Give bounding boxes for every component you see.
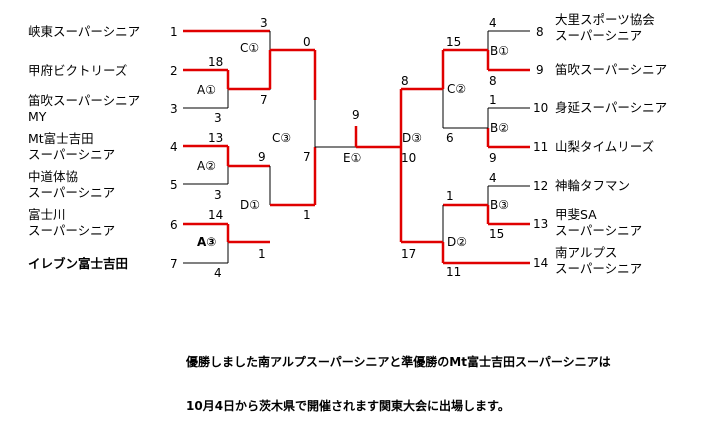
score: 6 [446,131,454,145]
score: 0 [303,35,311,49]
team-name: Mt富士吉田 [28,131,94,146]
score: 4 [489,171,497,185]
score: 3 [260,16,268,30]
seed-number: 6 [170,218,178,232]
team-name: 笛吹スーパーシニア [555,62,667,77]
game-label: D② [447,235,467,249]
score: 3 [214,111,222,125]
seed-number: 12 [533,179,548,193]
team-name: 大里スポーツ協会 [555,12,655,27]
game-label: C③ [272,131,291,145]
team-name: スーパーシニア [28,223,115,238]
seed-number: 11 [533,140,548,154]
score: 9 [258,150,266,164]
seed-number: 4 [170,140,178,154]
game-label: B① [490,44,509,58]
team-name: 中道体協 [28,169,78,184]
score: 7 [260,93,268,107]
team-name: 富士川 [28,207,66,222]
game-label: B② [490,121,509,135]
team-name: イレブン富士吉田 [28,256,128,271]
seed-number: 9 [536,63,544,77]
score: 9 [489,151,497,165]
seed-number: 10 [533,101,548,115]
score: 1 [446,189,454,203]
score: 8 [401,74,409,88]
score: 15 [489,227,504,241]
team-name: 神輪タフマン [555,178,630,193]
seed-number: 3 [170,102,178,116]
team-name: スーパーシニア [555,261,642,276]
team-name: スーパーシニア [28,147,115,162]
score: 3 [214,188,222,202]
team-name: スーパーシニア [28,185,115,200]
score: 11 [446,265,461,279]
seed-number: 8 [536,25,544,39]
team-name: 甲斐SA [555,207,597,222]
score: 18 [208,55,223,69]
game-label: D① [240,198,260,212]
seed-number: 14 [533,256,548,270]
game-label: A① [197,83,216,97]
score: 10 [401,151,416,165]
seed-number: 7 [170,257,178,271]
seed-number: 2 [170,64,178,78]
team-name: スーパーシニア [555,28,642,43]
team-name: スーパーシニア [555,223,642,238]
game-label: E① [343,151,361,165]
score: 9 [352,108,360,122]
score: 14 [208,208,223,222]
score: 1 [489,93,497,107]
score: 4 [489,16,497,30]
team-name: 甲府ビクトリーズ [28,63,127,78]
team-name: 峡東スーパーシニア [28,24,140,39]
score: 7 [303,150,311,164]
game-label: D③ [402,131,422,145]
score: 8 [489,74,497,88]
score: 17 [401,247,416,261]
score: 1 [258,247,266,261]
seed-number: 1 [170,25,178,39]
team-name: MY [28,109,47,124]
score: 15 [446,35,461,49]
team-name: 笛吹スーパーシニア [28,93,140,108]
game-label: B③ [490,198,509,212]
score: 13 [208,131,223,145]
seed-number: 13 [533,217,548,231]
team-name: 南アルプス [555,245,617,260]
result-notice-line: 優勝しました南アルプスーパーシニアと準優勝のMt富士吉田スーパーシニアは [186,355,611,369]
team-name: 山梨タイムリーズ [555,139,654,154]
team-name: 身延スーパーシニア [555,100,667,115]
game-label: A③ [197,235,216,249]
game-label: C② [447,82,466,96]
game-label: A② [197,159,216,173]
score: 4 [214,266,222,280]
score: 1 [303,208,311,222]
result-notice-line: 10月4日から茨木県で開催されます関東大会に出場します。 [186,399,510,413]
game-label: C① [240,41,259,55]
seed-number: 5 [170,178,178,192]
